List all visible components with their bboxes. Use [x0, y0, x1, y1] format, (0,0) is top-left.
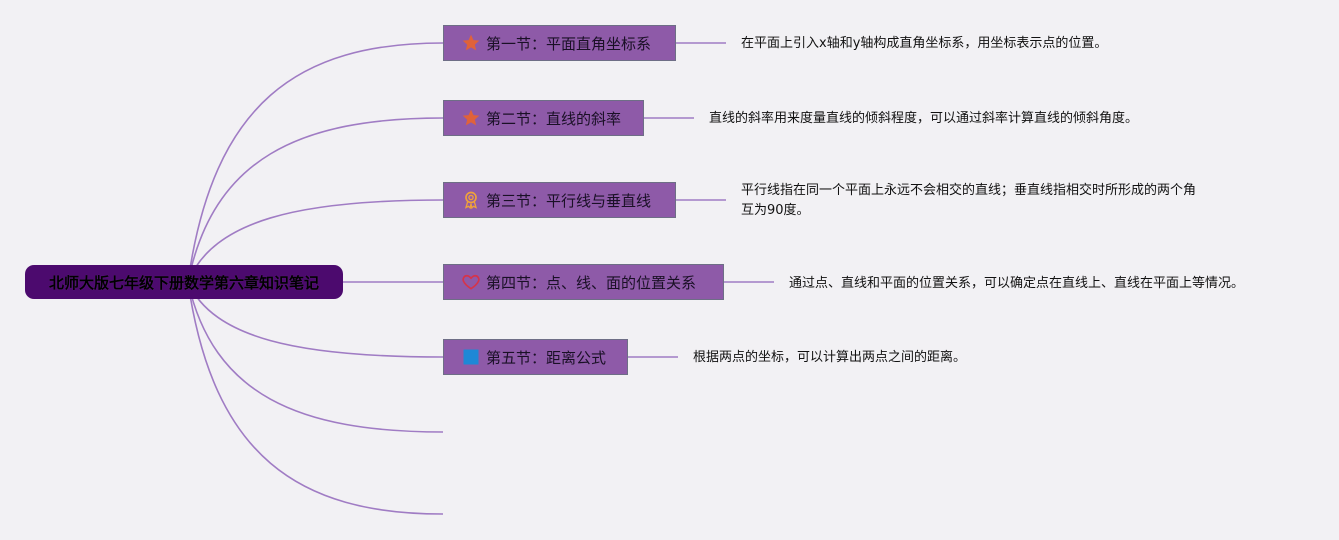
- topic-description-5: 根据两点的坐标，可以计算出两点之间的距离。: [693, 348, 966, 368]
- branch-curve-5: [187, 281, 444, 358]
- heart-icon: [460, 271, 482, 293]
- topic-description-2: 直线的斜率用来度量直线的倾斜程度，可以通过斜率计算直线的倾斜角度。: [709, 109, 1138, 129]
- description-line: 直线的斜率用来度量直线的倾斜程度，可以通过斜率计算直线的倾斜角度。: [709, 111, 1139, 126]
- square-icon: [460, 346, 482, 368]
- topic-description-3: 平行线指在同一个平面上永远不会相交的直线；垂直线指相交时所形成的两个角 互为90…: [741, 181, 1196, 221]
- description-line: 在平面上引入x轴和y轴构成直角坐标系，用坐标表示点的位置。: [741, 36, 1108, 51]
- topic-node-1[interactable]: 第一节：平面直角坐标系: [443, 25, 676, 61]
- topic-node-5[interactable]: 第五节：距离公式: [443, 339, 628, 375]
- medal-icon: [460, 189, 482, 211]
- branch-curve-7: [187, 281, 444, 515]
- topic-label: 第三节：平行线与垂直线: [486, 191, 652, 210]
- topic-description-4: 通过点、直线和平面的位置关系，可以确定点在直线上、直线在平面上等情况。: [789, 274, 1244, 294]
- topic-node-3[interactable]: 第三节：平行线与垂直线: [443, 182, 676, 218]
- root-node[interactable]: 北师大版七年级下册数学第六章知识笔记: [25, 265, 343, 299]
- topic-label: 第五节：距离公式: [486, 348, 607, 367]
- branch-curve-2: [187, 117, 444, 283]
- branch-curve-1: [187, 42, 444, 283]
- branch-curve-6: [187, 281, 444, 433]
- description-line: 根据两点的坐标，可以计算出两点之间的距离。: [693, 350, 967, 365]
- topic-label: 第一节：平面直角坐标系: [486, 34, 652, 53]
- description-line: 互为90度。: [741, 203, 810, 218]
- description-line: 通过点、直线和平面的位置关系，可以确定点在直线上、直线在平面上等情况。: [789, 276, 1245, 291]
- star-icon: [460, 32, 482, 54]
- root-label: 北师大版七年级下册数学第六章知识笔记: [48, 273, 319, 292]
- description-line: 平行线指在同一个平面上永远不会相交的直线；垂直线指相交时所形成的两个角: [741, 183, 1197, 198]
- topic-label: 第四节：点、线、面的位置关系: [486, 273, 697, 292]
- branch-curve-3: [187, 199, 444, 283]
- star-icon: [460, 107, 482, 129]
- topic-label: 第二节：直线的斜率: [486, 109, 622, 128]
- topic-node-4[interactable]: 第四节：点、线、面的位置关系: [443, 264, 724, 300]
- topic-node-2[interactable]: 第二节：直线的斜率: [443, 100, 644, 136]
- topic-description-1: 在平面上引入x轴和y轴构成直角坐标系，用坐标表示点的位置。: [741, 34, 1107, 54]
